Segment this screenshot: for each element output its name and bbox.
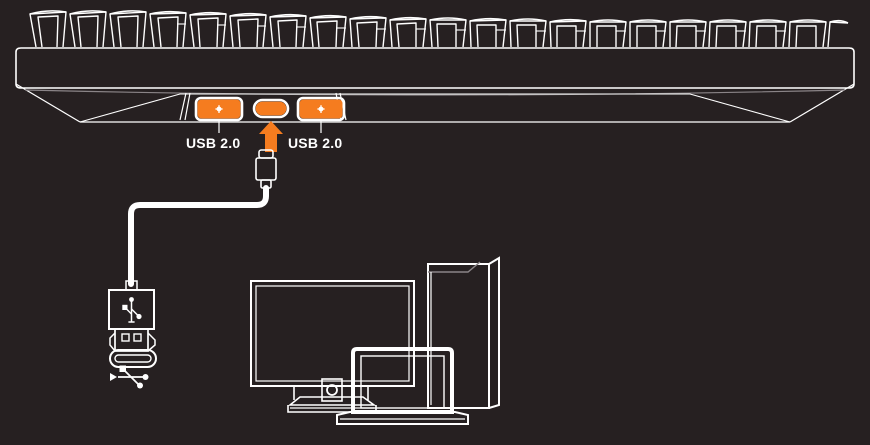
label-leader-lines — [218, 121, 322, 133]
keycap-row — [29, 10, 849, 48]
usb-a-port-icon — [296, 96, 346, 122]
keyboard-body — [15, 47, 855, 89]
desktop-tower — [427, 256, 500, 409]
keyboard-rear-view — [15, 10, 855, 123]
usb-c-port-icon — [252, 98, 290, 119]
laptop — [336, 347, 469, 425]
usb-trident-icon — [110, 365, 149, 389]
desktop-monitor — [250, 280, 415, 413]
keyboard-underside — [15, 83, 855, 123]
usb-a-connector-icon — [108, 280, 156, 352]
usb-c-connector-icon — [255, 149, 277, 189]
usb-c-port-outline-icon — [109, 349, 157, 368]
usb-right-port-label: USB 2.0 — [288, 135, 343, 151]
usb-cable — [128, 185, 269, 287]
up-arrow-icon — [259, 121, 283, 152]
usb-trident-icon — [122, 297, 142, 323]
usb-a-port-icon — [194, 96, 244, 122]
usb-left-port-label: USB 2.0 — [186, 135, 241, 151]
keycap-stem-marks — [177, 23, 786, 32]
